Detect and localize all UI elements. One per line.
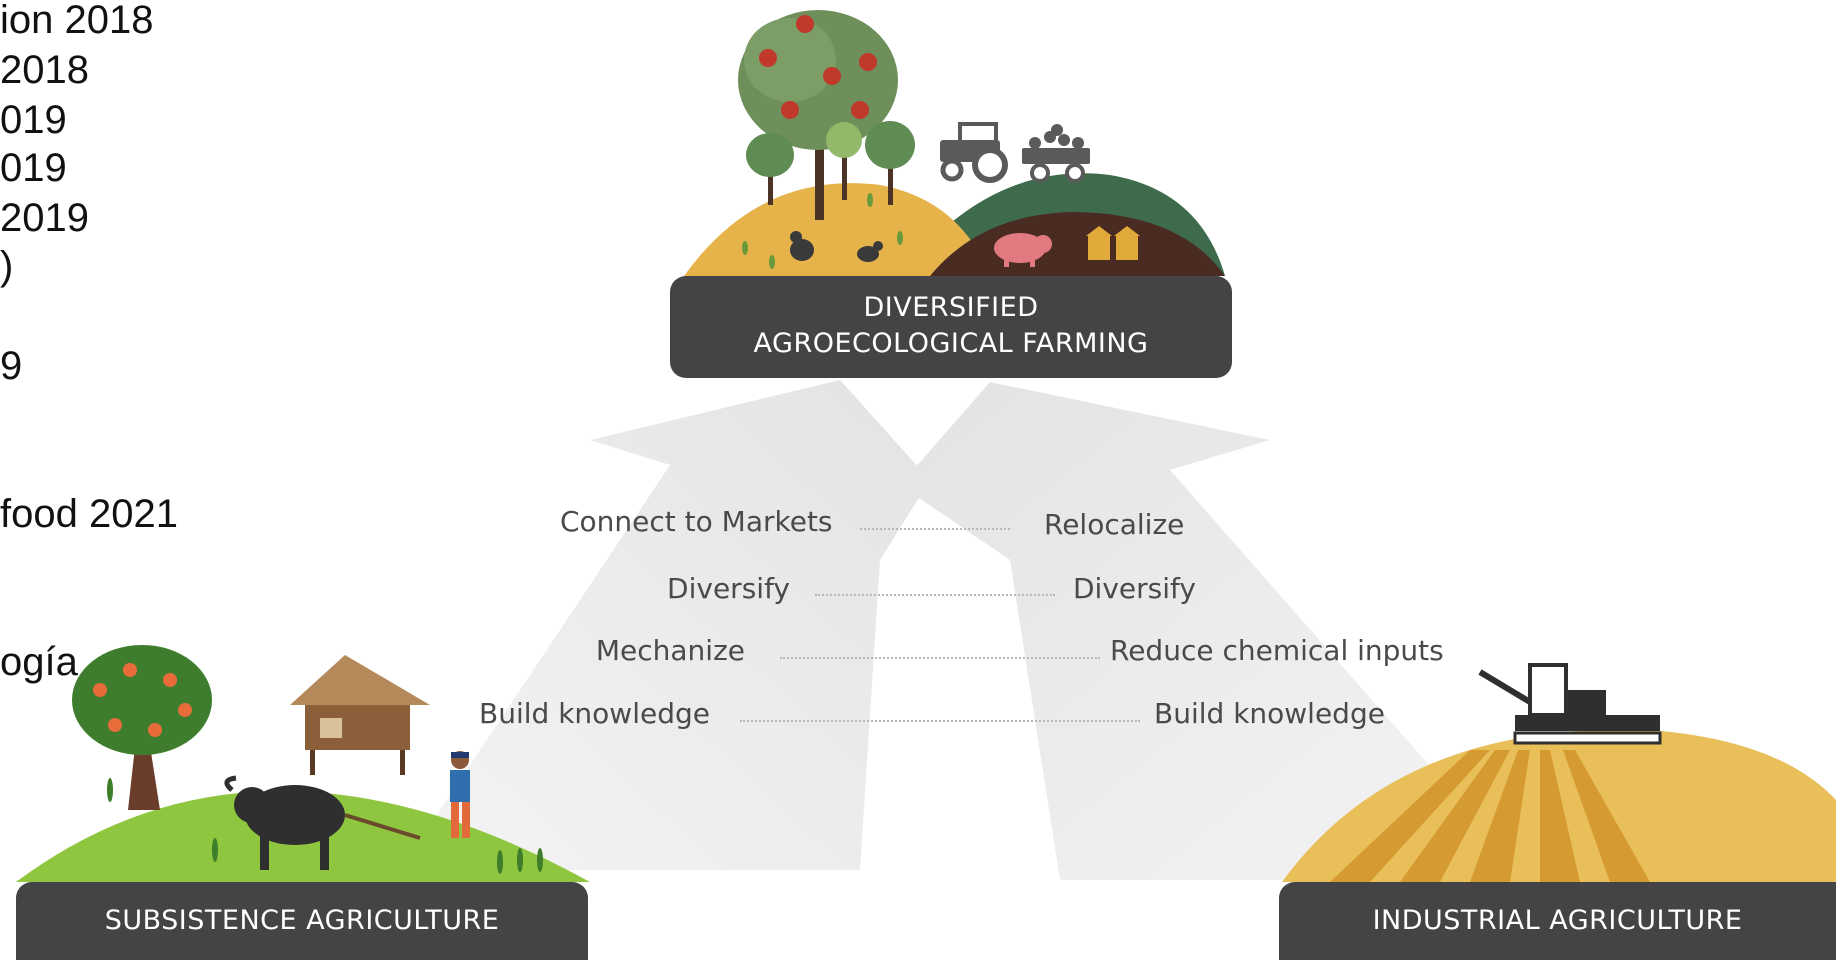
step-label: Diversify — [1073, 572, 1196, 605]
flowering-tree-icon — [72, 645, 212, 810]
tractor-icon — [940, 122, 1090, 183]
wheat-stripes — [1330, 750, 1650, 882]
grass-tuft-icon — [107, 778, 543, 874]
small-tree-icon — [826, 122, 862, 200]
soil-hill — [930, 212, 1225, 276]
apple-tree-icon — [738, 10, 898, 220]
subsistence-farm-scene — [16, 645, 590, 882]
step-label: Mechanize — [595, 634, 745, 667]
mustard-hill — [684, 183, 990, 276]
banner-label: INDUSTRIAL AGRICULTURE — [1372, 905, 1743, 936]
side-list-item: 2018 — [0, 48, 89, 92]
side-list-item: food 2021 — [0, 492, 178, 536]
small-tree-icon — [865, 121, 915, 205]
side-list-item: 2019 — [0, 196, 89, 240]
step-label: Diversify — [667, 572, 790, 605]
diversified-farming-banner: DIVERSIFIED AGROECOLOGICAL FARMING — [670, 276, 1232, 378]
combine-harvester-icon — [1478, 663, 1662, 745]
banner-line: DIVERSIFIED — [863, 292, 1039, 323]
connector-dots — [740, 720, 1140, 722]
chicken-icon — [790, 231, 883, 262]
step-label: Relocalize — [1044, 508, 1185, 541]
step-label: Connect to Markets — [560, 505, 833, 538]
step-label: Build knowledge — [479, 697, 710, 730]
side-list-item: 019 — [0, 146, 67, 190]
small-tree-icon — [746, 133, 794, 205]
left-transition-arrow — [400, 380, 930, 870]
industrial-farm-scene — [1282, 663, 1836, 882]
sprout-icon — [742, 193, 903, 269]
water-buffalo-icon — [224, 775, 345, 870]
subsistence-agriculture-banner: SUBSISTENCE AGRICULTURE — [16, 882, 588, 960]
connector-dots — [815, 594, 1055, 596]
connector-dots — [860, 528, 1010, 530]
side-list-item: ) — [0, 244, 14, 288]
beehive-icon — [1086, 226, 1140, 260]
stilt-hut-icon — [290, 655, 430, 775]
side-list-item: ogía — [0, 640, 78, 684]
farmer-icon — [450, 751, 470, 838]
side-list-item: 019 — [0, 98, 67, 142]
industrial-agriculture-banner: INDUSTRIAL AGRICULTURE — [1279, 882, 1836, 960]
step-label: Reduce chemical inputs — [1110, 634, 1444, 667]
right-transition-arrow — [900, 382, 1530, 880]
diversified-farm-scene — [684, 10, 1225, 276]
step-label: Build knowledge — [1154, 697, 1385, 730]
side-list-item: 9 — [0, 344, 23, 388]
connector-dots — [780, 657, 1100, 659]
side-list-item: ion 2018 — [0, 0, 154, 42]
banner-line: AGROECOLOGICAL FARMING — [753, 328, 1149, 359]
pig-icon — [994, 233, 1052, 267]
banner-label: SUBSISTENCE AGRICULTURE — [104, 905, 500, 936]
